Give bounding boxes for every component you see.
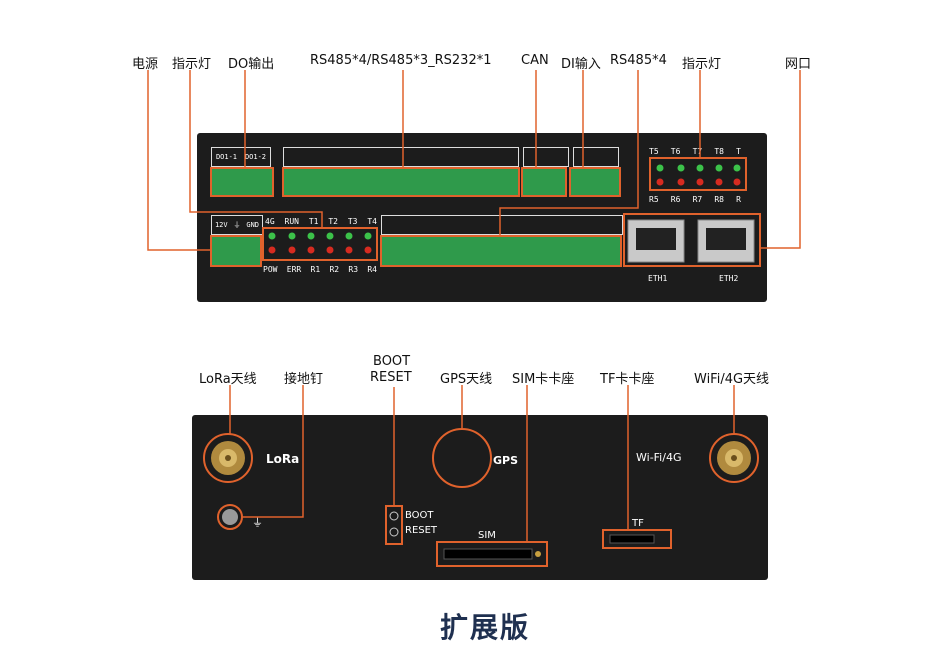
panel-sim-text: SIM — [478, 530, 496, 541]
sim-slot — [443, 548, 533, 560]
led-right-row — [656, 164, 741, 186]
led-label: R2 — [329, 265, 340, 274]
lora-antenna-highlight — [203, 433, 253, 483]
led-label: RUN — [284, 217, 299, 226]
page-caption: 扩展版 — [440, 611, 531, 644]
power-pin-labels: 12V ⏚ GND — [211, 215, 263, 235]
callout-indicator-left — [189, 70, 323, 228]
callout-rs2 — [499, 70, 639, 236]
eth2-label: ETH2 — [719, 274, 739, 283]
label-lora-antenna: LoRa天线 — [199, 372, 257, 387]
led-right-box — [649, 157, 747, 191]
label-boot: BOOT — [373, 354, 411, 369]
tf-slot — [609, 534, 655, 544]
power-pin-label: ⏚ — [233, 221, 241, 229]
rs2-pin-label-strip — [381, 215, 623, 235]
do-terminal — [210, 167, 274, 197]
boot-button — [389, 511, 399, 521]
led-label: ERR — [286, 265, 302, 274]
led-label: R5 — [649, 195, 659, 204]
label-sim-slot: SIM卡卡座 — [512, 372, 575, 387]
led-label: T — [736, 147, 741, 156]
led-label: POW — [263, 265, 278, 274]
led-label: R3 — [348, 265, 359, 274]
led-label: T1 — [308, 217, 319, 226]
led-label: T6 — [670, 147, 681, 156]
ethernet-box — [623, 213, 761, 267]
led-label: T7 — [692, 147, 703, 156]
rs-terminal-2 — [380, 235, 622, 267]
callout-ground — [242, 385, 304, 518]
power-terminal — [210, 235, 262, 267]
label-ground-stud: 接地钉 — [284, 372, 324, 387]
led-label: 4G — [265, 217, 275, 226]
do-pin-label: DO1-2 — [244, 153, 267, 161]
label-tf-slot: TF卡卡座 — [600, 372, 655, 387]
di-terminal — [569, 167, 621, 197]
ground-stud — [222, 509, 238, 525]
sim-slot-highlight — [436, 541, 548, 567]
svg-text:⏚: ⏚ — [252, 516, 263, 529]
device-front-panel: DO1-1 DO1-2 T5 T6 T7 T8 T R5 R6 R7 R8 R … — [197, 133, 767, 302]
panel-wifi-text: Wi-Fi/4G — [636, 451, 682, 464]
led-left-bottom-labels: POW ERR R1 R2 R3 R4 — [263, 265, 377, 274]
led-label: T5 — [649, 147, 659, 156]
label-rs485-group2: RS485*4 — [610, 53, 667, 68]
reset-button — [389, 527, 399, 537]
di-pin-label-strip — [573, 147, 619, 167]
panel-reset-text: RESET — [405, 525, 438, 536]
label-indicator-right: 指示灯 — [682, 57, 722, 72]
led-label: R1 — [310, 265, 321, 274]
panel-gps-text: GPS — [493, 454, 519, 467]
led-label: R — [736, 195, 741, 204]
led-right-bottom-labels: R5 R6 R7 R8 R — [649, 195, 741, 204]
rs-pin-label-strip — [283, 147, 519, 167]
led-left-top-labels: 4G RUN T1 T2 T3 T4 — [265, 217, 377, 226]
label-indicator-left: 指示灯 — [172, 57, 212, 72]
do-pin-label: DO1-1 — [215, 153, 238, 161]
gps-antenna-highlight — [432, 428, 492, 488]
label-power: 电源 — [132, 57, 159, 72]
panel-tf-text: TF — [632, 518, 644, 529]
callout-power — [147, 70, 211, 251]
power-pin-label: 12V — [214, 221, 228, 229]
tf-slot-highlight — [602, 529, 672, 549]
led-label: R7 — [692, 195, 703, 204]
callout-ethernet — [760, 70, 801, 249]
label-ethernet: 网口 — [785, 57, 812, 72]
led-label: T8 — [714, 147, 724, 156]
led-label: R6 — [670, 195, 681, 204]
can-terminal — [521, 167, 567, 197]
label-wifi-antenna: WiFi/4G天线 — [694, 372, 770, 387]
can-pin-label-strip — [523, 147, 569, 167]
do-pin-labels: DO1-1 DO1-2 — [211, 147, 271, 167]
label-do-output: DO输出 — [228, 57, 275, 72]
eth1-label: ETH1 — [648, 274, 668, 283]
led-label: T2 — [328, 217, 338, 226]
label-di-input: DI输入 — [561, 57, 601, 72]
label-rs485-group1: RS485*4/RS485*3_RS232*1 — [310, 53, 492, 68]
led-label: T3 — [347, 217, 358, 226]
rs-terminal-1 — [282, 167, 520, 197]
panel-lora-text: LoRa — [266, 452, 300, 466]
bottom-overlay: ⏚ — [203, 385, 759, 567]
led-right-top-labels: T5 T6 T7 T8 T — [649, 147, 741, 156]
led-left-row — [268, 232, 372, 254]
panel-boot-text: BOOT — [405, 510, 434, 521]
led-label: R4 — [367, 265, 377, 274]
led-label: T4 — [367, 217, 377, 226]
top-overlay — [147, 70, 801, 267]
label-reset: RESET — [370, 370, 412, 385]
label-gps-antenna: GPS天线 — [440, 372, 493, 387]
led-left-box — [262, 227, 378, 261]
label-can: CAN — [521, 53, 549, 68]
led-label: R8 — [714, 195, 724, 204]
power-pin-label: GND — [246, 221, 260, 229]
